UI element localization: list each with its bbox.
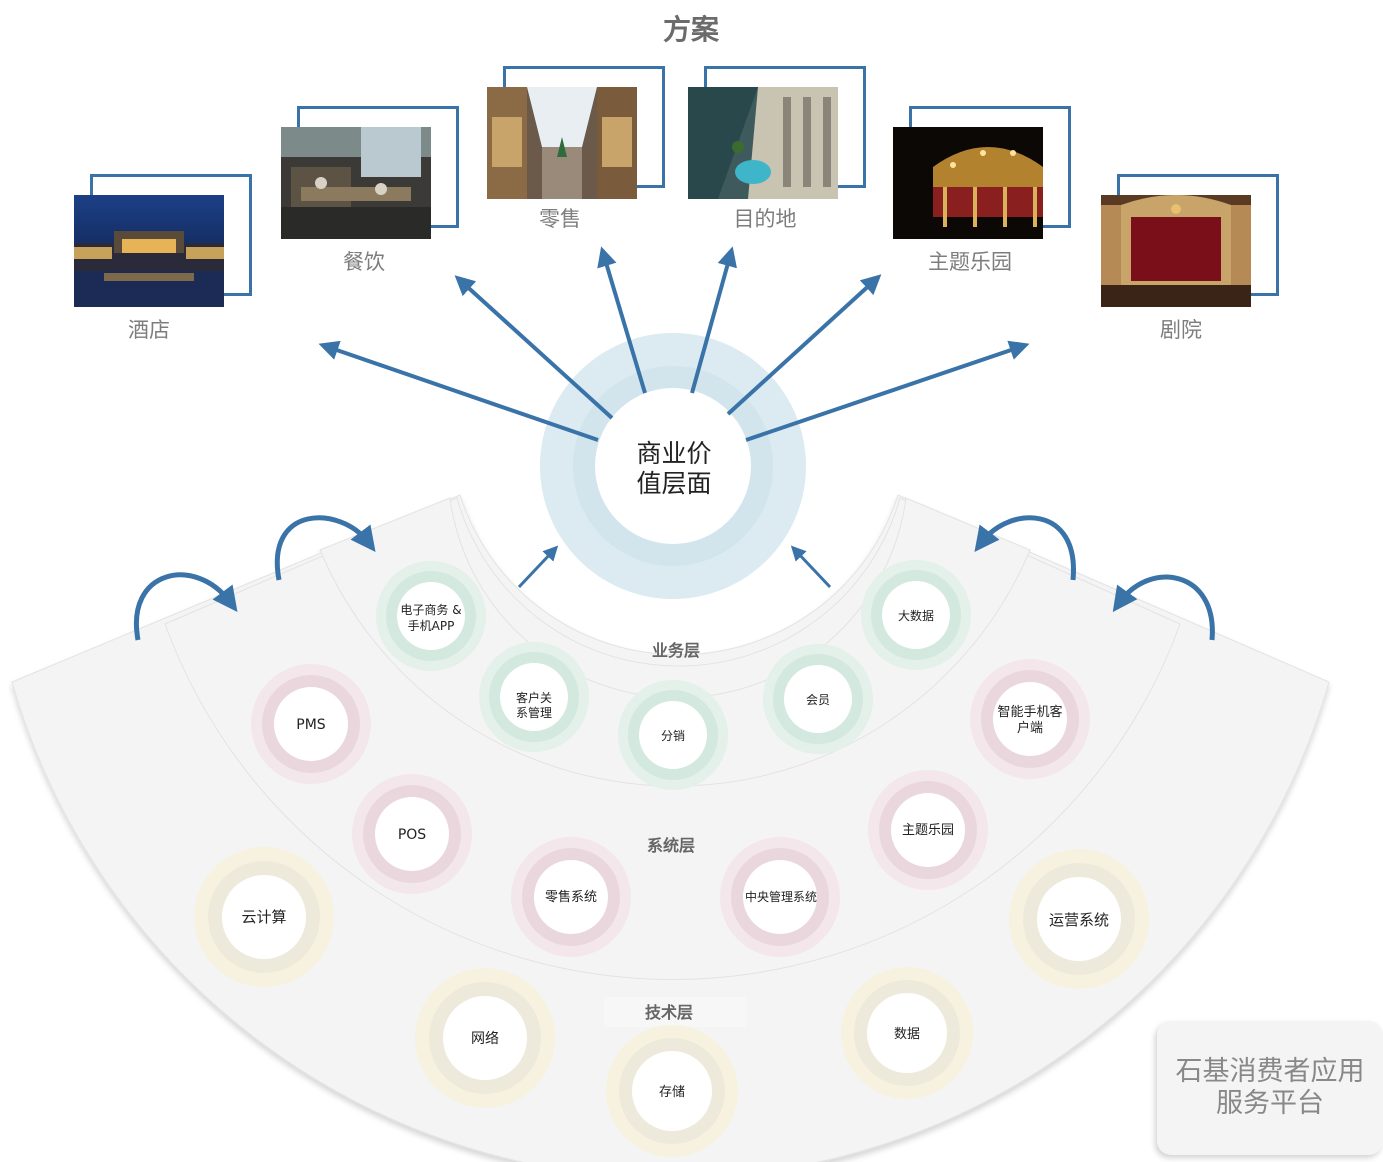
scenario-label: 餐饮 bbox=[343, 250, 385, 274]
svg-text:户端: 户端 bbox=[1017, 720, 1043, 736]
arrow-to-theme-park bbox=[726, 274, 882, 416]
scenario-label: 酒店 bbox=[128, 318, 170, 342]
node-storage: 存储 bbox=[606, 1025, 738, 1157]
node-ecommerce-app: 电子商务 & 手机APP bbox=[376, 561, 486, 671]
scenario-label: 目的地 bbox=[733, 207, 797, 231]
technology-layer-label: 技术层 bbox=[645, 1003, 693, 1022]
business-layer-label: 业务层 bbox=[652, 641, 700, 660]
svg-text:手机APP: 手机APP bbox=[408, 619, 455, 633]
svg-text:数据: 数据 bbox=[894, 1027, 920, 1042]
svg-text:智能手机客: 智能手机客 bbox=[997, 704, 1062, 720]
svg-text:存储: 存储 bbox=[659, 1085, 685, 1100]
node-pos: POS bbox=[352, 774, 472, 894]
svg-text:云计算: 云计算 bbox=[241, 908, 286, 926]
node-membership: 会员 bbox=[763, 644, 873, 754]
page-title: 方案 bbox=[662, 13, 719, 46]
retail-photo bbox=[487, 87, 637, 199]
curved-arrow-right-inner bbox=[974, 515, 1076, 581]
platform-label-line1: 石基消费者应用 bbox=[1175, 1055, 1365, 1087]
svg-text:PMS: PMS bbox=[296, 717, 326, 733]
node-smartphone-client: 智能手机客 户端 bbox=[970, 659, 1090, 779]
arrow-to-dining bbox=[454, 275, 614, 420]
hotel-photo bbox=[74, 195, 224, 307]
node-cloud-computing: 云计算 bbox=[194, 847, 334, 987]
svg-text:零售系统: 零售系统 bbox=[545, 889, 597, 905]
node-crm: 客户关 系管理 bbox=[479, 642, 589, 752]
scenario-label: 主题乐园 bbox=[928, 250, 1012, 274]
svg-text:大数据: 大数据 bbox=[898, 608, 934, 623]
theme-park-photo bbox=[893, 127, 1043, 239]
center-text-line2: 值层面 bbox=[636, 469, 711, 498]
arrow-to-destination bbox=[690, 246, 737, 394]
platform-label-box: 石基消费者应用 服务平台 bbox=[1157, 1021, 1383, 1155]
svg-text:系管理: 系管理 bbox=[516, 705, 552, 720]
node-data: 数据 bbox=[841, 967, 973, 1099]
svg-text:主题乐园: 主题乐园 bbox=[902, 823, 954, 838]
node-theme-park: 主题乐园 bbox=[868, 770, 988, 890]
theater-photo bbox=[1101, 195, 1251, 307]
svg-text:会员: 会员 bbox=[806, 693, 830, 707]
node-retail-system: 零售系统 bbox=[511, 837, 631, 957]
center-text-line1: 商业价 bbox=[636, 439, 711, 468]
platform-label-line2: 服务平台 bbox=[1216, 1088, 1324, 1119]
scenario-label: 剧院 bbox=[1160, 318, 1202, 342]
arrow-to-retail bbox=[597, 246, 647, 394]
business-value-center bbox=[540, 333, 806, 599]
node-central-management-system: 中央管理系统 bbox=[720, 837, 840, 957]
system-layer-label: 系统层 bbox=[647, 836, 695, 855]
node-big-data: 大数据 bbox=[861, 560, 971, 670]
curved-arrow-left-outer bbox=[133, 572, 238, 641]
svg-text:网络: 网络 bbox=[471, 1031, 499, 1047]
svg-text:运营系统: 运营系统 bbox=[1049, 911, 1109, 929]
node-operations-system: 运营系统 bbox=[1009, 849, 1149, 989]
destination-photo bbox=[688, 87, 838, 199]
technology-layer-label-bg bbox=[604, 997, 746, 1027]
arrow-business-right bbox=[790, 545, 832, 589]
svg-text:客户关: 客户关 bbox=[516, 690, 552, 705]
arrow-business-left bbox=[517, 545, 559, 589]
node-pms: PMS bbox=[251, 664, 371, 784]
scenario-label: 零售 bbox=[539, 207, 581, 231]
svg-text:POS: POS bbox=[398, 827, 426, 843]
node-network: 网络 bbox=[415, 968, 555, 1108]
svg-text:中央管理系统: 中央管理系统 bbox=[745, 889, 817, 904]
curved-arrow-right-outer bbox=[1112, 574, 1215, 641]
svg-text:分销: 分销 bbox=[661, 729, 685, 743]
dining-photo bbox=[281, 127, 431, 239]
arrow-to-hotel bbox=[318, 340, 599, 442]
curved-arrow-left-inner bbox=[274, 515, 376, 581]
arrow-to-theater bbox=[745, 340, 1030, 442]
node-distribution: 分销 bbox=[618, 680, 728, 790]
svg-text:电子商务 &: 电子商务 & bbox=[400, 602, 461, 617]
